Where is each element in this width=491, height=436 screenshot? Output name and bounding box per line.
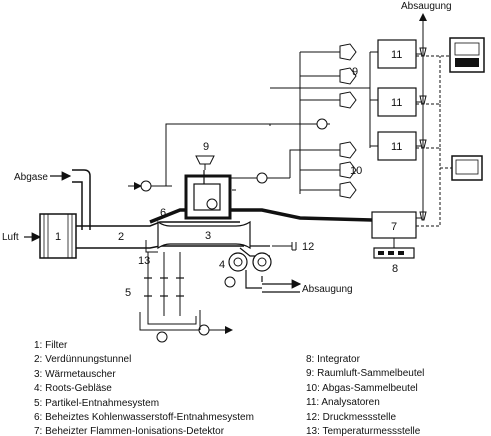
num-10: 10 [350, 165, 362, 177]
num-8: 8 [392, 263, 398, 275]
legend-item: 2: Verdünnungstunnel [34, 354, 132, 366]
pump-icon [128, 172, 290, 192]
num-6: 6 [160, 207, 166, 219]
legend-item: 13: Temperaturmessstelle [306, 425, 421, 436]
num-7: 7 [391, 221, 397, 233]
blower-icon: 4 Absaugung [219, 245, 353, 295]
heat-exchanger: 3 [157, 220, 270, 257]
air-inlet: Luft [2, 232, 42, 243]
label-abgase: Abgase [14, 172, 48, 183]
gauge-icon: 9 [195, 141, 215, 170]
recorder-icon [449, 37, 485, 181]
legend-item: 1: Filter [34, 340, 68, 351]
sample-line-to-bags [165, 88, 330, 186]
filter-icon: 1 [39, 213, 77, 259]
num-3: 3 [205, 230, 211, 242]
legend-item: 10: Abgas-Sammelbeutel [306, 382, 418, 394]
num-11b: 11 [391, 97, 402, 109]
num-11a: 11 [391, 49, 402, 61]
num-9-top: 9 [203, 141, 209, 153]
dilution-tunnel: 2 [76, 221, 244, 249]
label-luft: Luft [2, 232, 19, 243]
legend-item: 7: Beheizter Flammen-Ionisations-Detekto… [34, 426, 225, 436]
analyzer-manifold [369, 51, 378, 148]
num-2: 2 [118, 231, 124, 243]
num-1: 1 [55, 231, 61, 243]
signal-lines [416, 55, 452, 227]
analyzer-icon: 11 11 11 [377, 39, 417, 161]
legend-item: 3: Wärmetauscher [34, 368, 116, 380]
exhaust-inlet: Abgase [14, 169, 91, 230]
num-11c: 11 [391, 141, 402, 153]
room-air-bags: 9 [270, 43, 370, 124]
legend-item: 9: Raumluft-Sammelbeutel [306, 368, 425, 380]
heated-sample-oven [184, 170, 236, 220]
num-9: 9 [352, 66, 358, 78]
num-4: 4 [219, 259, 225, 271]
num-13: 13 [138, 255, 150, 267]
integrator: 8 [373, 247, 415, 275]
fid-analyzer: 7 [371, 211, 417, 248]
label-absaugung-bottom: Absaugung [302, 284, 353, 295]
exhaust-bags: 10 [299, 141, 362, 199]
num-5: 5 [125, 287, 131, 299]
legend-right: 8: Integrator 9: Raumluft-Sammelbeutel 1… [306, 353, 424, 436]
num-12: 12 [302, 241, 314, 253]
legend-left: 1: Filter 2: Verdünnungstunnel 3: Wärmet… [34, 339, 254, 436]
bag-icon [339, 43, 357, 109]
pressure-tap: 12 [272, 241, 314, 253]
label-absaugung-top: Absaugung [401, 1, 452, 12]
legend-item: 12: Druckmessstelle [306, 411, 397, 423]
particle-sampling-system: 13 5 [125, 240, 233, 343]
legend-item: 8: Integrator [306, 354, 360, 365]
legend-item: 11: Analysatoren [306, 397, 380, 409]
legend-item: 5: Partikel-Entnahmesystem [34, 397, 160, 409]
legend-item: 6: Beheiztes Kohlenwasserstoff-Entnahmes… [34, 411, 254, 423]
heated-hc-line: 6 [149, 196, 373, 224]
legend-item: 4: Roots-Gebläse [34, 383, 112, 395]
bag-icon [339, 141, 357, 199]
